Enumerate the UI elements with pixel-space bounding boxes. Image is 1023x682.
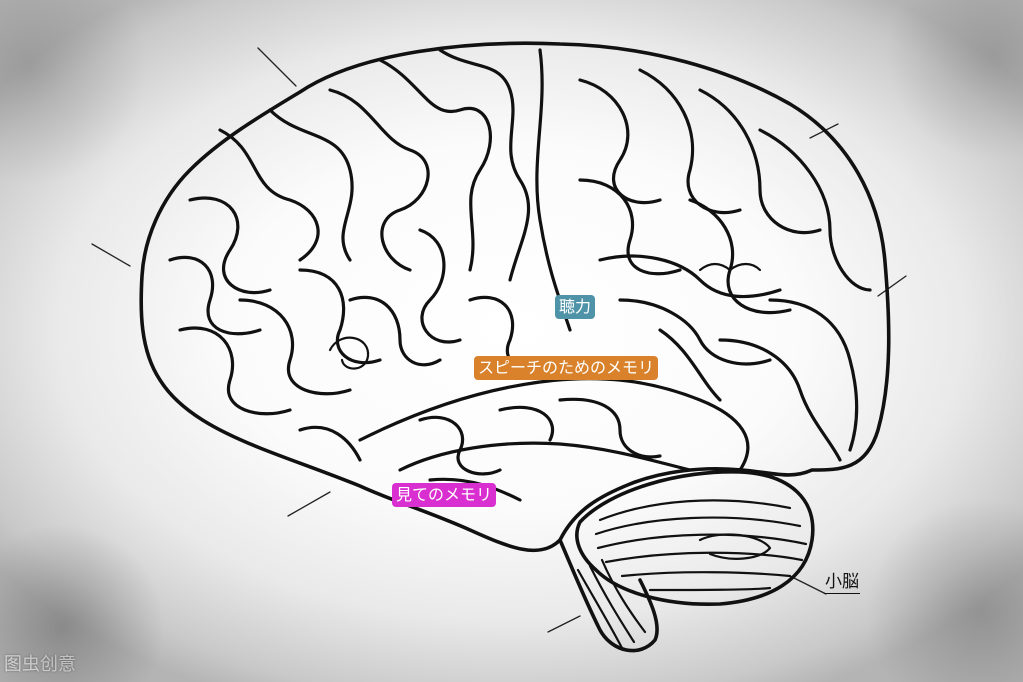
gyrus-3	[218, 128, 320, 262]
cerebellum-fold-3	[596, 533, 808, 550]
cerebellum-curl	[698, 533, 772, 560]
leader-line-lower-left	[287, 491, 331, 517]
gyrus-18	[578, 178, 682, 276]
cerebrum-outline	[139, 41, 891, 553]
lateral-sulcus	[358, 376, 750, 472]
gyrus-14	[578, 78, 662, 205]
leader-line-cerebellum	[789, 575, 827, 595]
gyrus-24	[658, 328, 722, 402]
leader-line-top-left	[257, 47, 297, 87]
gyrus-fan	[698, 262, 762, 272]
cerebellum-callout: 小脳	[824, 572, 860, 594]
brainstem-line-3	[600, 558, 647, 634]
cerebellum-fold-6	[648, 586, 772, 592]
gyrus-19	[598, 254, 782, 299]
gyrus-25	[418, 415, 502, 476]
leader-line-bottom	[547, 615, 581, 633]
gyrus-12	[418, 228, 462, 344]
temporal-sulcus	[398, 441, 692, 472]
cerebellum-fold-5	[620, 571, 792, 578]
gyrus-29	[298, 425, 362, 462]
gyrus-6	[378, 58, 492, 272]
gyrus-27	[558, 397, 662, 459]
gyrus-21	[618, 298, 772, 366]
label-visual-memory: 見てのメモリ	[392, 483, 497, 507]
cerebellum-fold-1	[598, 499, 792, 522]
gyrus-11	[348, 295, 442, 367]
gyrus-curl-1	[328, 336, 370, 370]
gyrus-4	[268, 108, 354, 262]
gyrus-17	[758, 128, 872, 292]
gyrus-15	[638, 68, 742, 215]
gyrus-26	[498, 405, 555, 442]
leader-line-right	[877, 275, 907, 297]
brainstem	[558, 538, 659, 653]
cerebellum-fold-4	[604, 551, 804, 564]
gyrus-5	[328, 88, 430, 272]
gyrus-23	[718, 338, 842, 462]
brainstem-line-2	[588, 564, 636, 644]
cerebellum	[575, 470, 815, 607]
brainstem-line-1	[576, 568, 624, 650]
label-speech-memory: スピーチのためのメモリ	[474, 356, 659, 380]
gyrus-1	[188, 196, 272, 295]
cerebellum-fold-2	[594, 516, 802, 536]
watermark: 图虫创意	[4, 654, 76, 675]
label-hearing: 聴力	[555, 295, 596, 319]
gyrus-22	[768, 298, 859, 452]
gyrus-10	[298, 268, 382, 365]
leader-line-left	[91, 243, 131, 267]
gyrus-2	[168, 255, 262, 336]
gyrus-9	[238, 298, 352, 396]
gyrus-7	[438, 48, 531, 282]
gyrus-16	[698, 88, 822, 235]
gyrus-8	[178, 326, 292, 416]
central-sulcus	[535, 48, 572, 332]
